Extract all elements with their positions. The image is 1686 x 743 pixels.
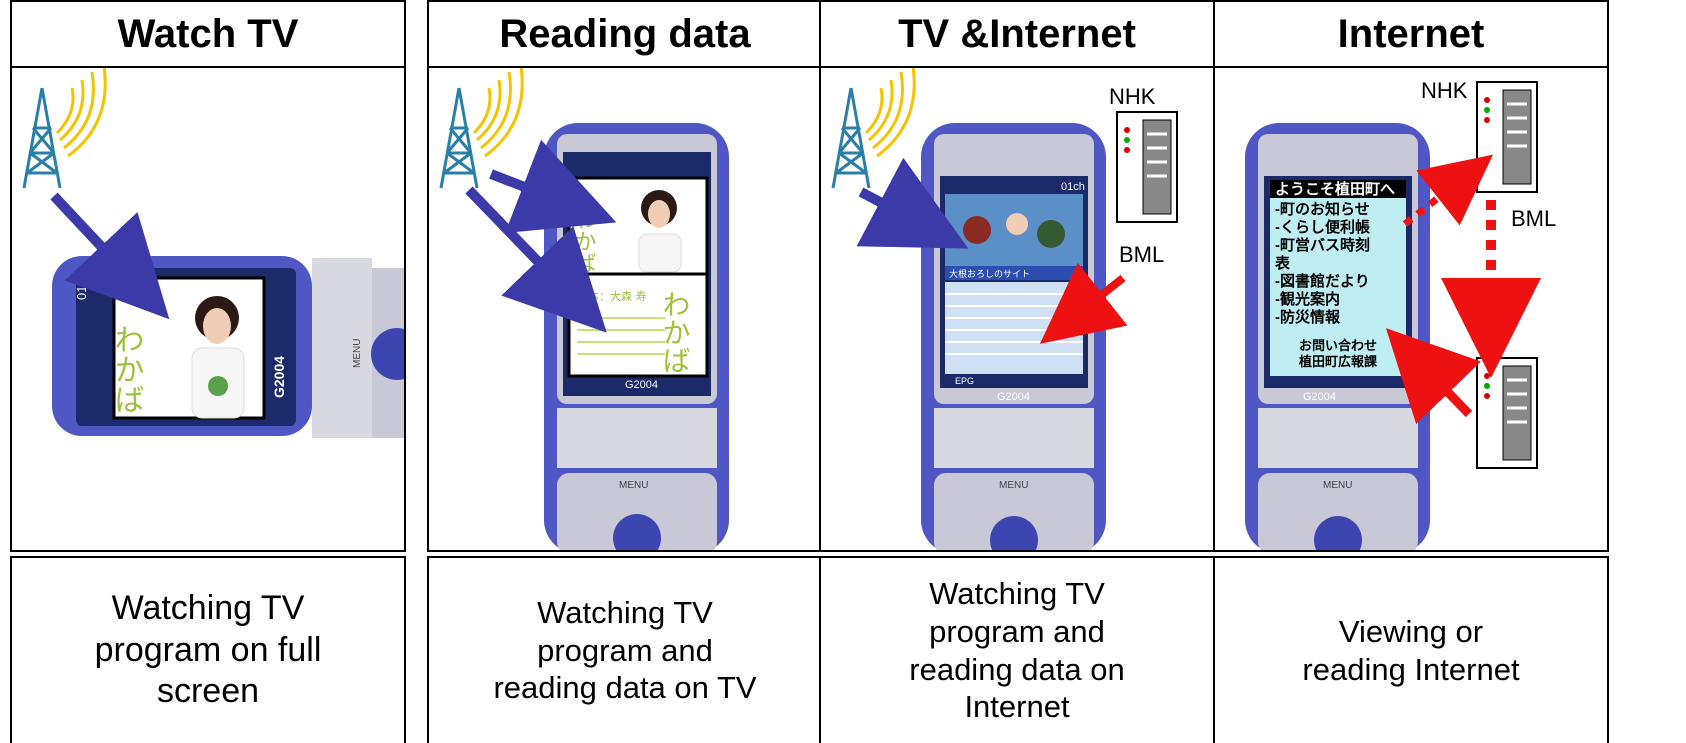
panel-reading-data: Reading data わかば 脚本：大森 寿 [427, 0, 827, 743]
nhk-label: NHK [1421, 78, 1468, 103]
panel-title: Internet [1213, 0, 1609, 68]
menu-label: MENU [1323, 480, 1352, 491]
channel-label: 01ch [1061, 181, 1085, 193]
broadcast-arrow [856, 157, 969, 249]
menu-label: MENU [999, 480, 1028, 491]
caption-text: Viewing or reading Internet [1302, 613, 1520, 687]
server-icon-top [1476, 81, 1538, 193]
panel-title: Reading data [427, 0, 823, 68]
bml-label: BML [1511, 206, 1556, 231]
internet-menu: ようこそ植田町へ -町のお知らせ -くらし便利帳 -町営バス時刻 表 -図書館だ… [1275, 180, 1395, 369]
phone-portrait: 01ch 大根おろしのサイト EPG G2004 MENU [921, 123, 1106, 550]
internet-arrow [1039, 262, 1128, 344]
program-title-large: わかば [659, 290, 692, 374]
caption-text: Watching TV program and reading data on … [909, 575, 1125, 725]
caption-box: Watching TV program on full screen [10, 556, 406, 743]
menu-label: MENU [352, 339, 363, 368]
broadcast-tower-icon [22, 87, 62, 189]
broadcast-arrow [50, 192, 170, 320]
signal-waves-icon [55, 68, 107, 158]
caption-box: Watching TV program and reading data on … [427, 556, 823, 743]
server-icon [1116, 111, 1178, 223]
broadcast-arrow-video [489, 139, 617, 234]
nhk-label: NHK [1109, 84, 1156, 109]
model-label: G2004 [997, 391, 1030, 403]
server-icon-bottom [1476, 357, 1538, 469]
illustration-tv-internet: NHK BML 01ch 大根おろしのサイト [819, 66, 1215, 552]
menu-pr-section: 植田町広報課 [1298, 354, 1378, 369]
menu-item-library[interactable]: -図書館だより [1275, 272, 1370, 290]
program-title: わかば [109, 324, 144, 414]
response-arrow [1385, 328, 1481, 425]
menu-welcome[interactable]: ようこそ植田町へ [1275, 180, 1395, 198]
model-label: G2004 [271, 356, 287, 398]
epg-label: EPG [955, 376, 974, 386]
tv-banner: 大根おろしのサイト [949, 268, 1030, 280]
menu-item-living-guide[interactable]: -くらし便利帳 [1275, 218, 1370, 236]
menu-item-tourism[interactable]: -観光案内 [1275, 290, 1340, 308]
author-credit: 脚本：大森 寿 [577, 289, 647, 303]
panel-internet: Internet NHK [1213, 0, 1613, 743]
broadcast-tower-icon [831, 87, 871, 189]
request-arrow [1402, 154, 1493, 227]
signal-waves-icon [472, 68, 524, 158]
panel-title: TV &Internet [819, 0, 1215, 68]
illustration-reading-data: わかば 脚本：大森 寿 わかば G2004 MENU [427, 66, 823, 552]
illustration-internet: NHK BML [1213, 66, 1609, 552]
model-label: G2004 [1303, 391, 1336, 403]
broadcast-tower-icon [439, 87, 479, 189]
panel-watch-tv: Watch TV 01ch G2004 MENU [10, 0, 410, 743]
phone-portrait: G2004 MENU [1245, 123, 1430, 550]
model-label: G2004 [625, 379, 658, 391]
phone-portrait: わかば 脚本：大森 寿 わかば G2004 MENU [544, 123, 729, 550]
menu-item-bus-timetable[interactable]: -町営バス時刻 [1275, 236, 1370, 254]
caption-box: Watching TV program and reading data on … [819, 556, 1215, 743]
bml-label: BML [1119, 242, 1164, 267]
channel-label: 01ch [74, 272, 89, 300]
panel-title: Watch TV [10, 0, 406, 68]
caption-text: Watching TV program and reading data on … [493, 594, 757, 706]
menu-item-disaster[interactable]: -防災情報 [1275, 308, 1341, 326]
menu-contact[interactable]: お問い合わせ [1299, 338, 1377, 353]
menu-item-bus-timetable-cont: 表 [1275, 254, 1291, 272]
menu-item-town-news[interactable]: -町のお知らせ [1275, 200, 1370, 218]
menu-label: MENU [619, 480, 648, 491]
illustration-watch-tv: 01ch G2004 MENU わかば [10, 66, 406, 552]
program-title: わかば [571, 208, 596, 274]
panel-tv-internet: TV &Internet NHK BML [819, 0, 1219, 743]
broadcast-arrow-data [465, 186, 607, 333]
signal-waves-icon [864, 68, 916, 158]
phone-landscape: 01ch G2004 MENU わかば [52, 256, 404, 438]
caption-box: Viewing or reading Internet [1213, 556, 1609, 743]
caption-text: Watching TV program on full screen [94, 589, 322, 711]
